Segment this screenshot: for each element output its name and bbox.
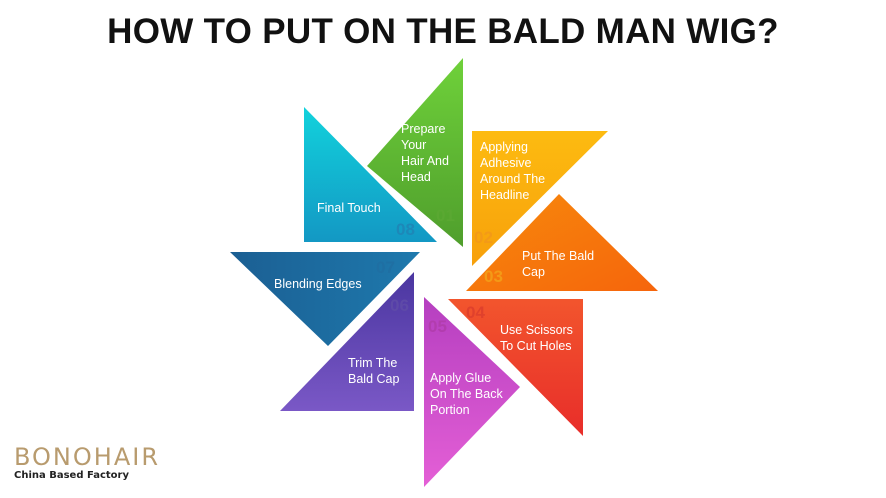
step-02-label-line: Adhesive bbox=[480, 156, 532, 170]
step-04-label: Use Scissors To Cut Holes bbox=[500, 322, 573, 354]
step-03-label-line: Cap bbox=[522, 265, 545, 279]
step-06-label-line: Trim The bbox=[348, 356, 398, 370]
step-05-number: 05 bbox=[428, 317, 447, 336]
step-04-number: 04 bbox=[466, 303, 485, 322]
step-07-number: 07 bbox=[376, 258, 395, 277]
step-04-label-line: Use Scissors bbox=[500, 323, 573, 337]
step-03-label-line: Put The Bald bbox=[522, 249, 595, 263]
blade-step-03 bbox=[466, 194, 658, 291]
step-08-label-line: Final Touch bbox=[317, 201, 381, 215]
step-03-number: 03 bbox=[484, 267, 503, 286]
step-02-label-line: Applying bbox=[480, 140, 528, 154]
blade-step-08 bbox=[304, 107, 437, 242]
center-hub bbox=[417, 242, 469, 294]
step-07-label-line: Blending Edges bbox=[274, 277, 362, 291]
step-02-label-line: Around The bbox=[480, 172, 546, 186]
step-02-label-line: Headline bbox=[480, 188, 530, 202]
logo-tagline: China Based Factory bbox=[14, 470, 129, 481]
step-04-label-line: To Cut Holes bbox=[500, 339, 572, 353]
blade-step-01 bbox=[367, 58, 463, 247]
page-title: HOW TO PUT ON THE BALD MAN WIG? bbox=[107, 12, 779, 51]
blade-step-05 bbox=[424, 297, 520, 487]
step-07-label: Blending Edges bbox=[274, 276, 362, 292]
bonohair-logo: BONOHAIR China Based Factory bbox=[14, 444, 160, 482]
step-08-label: Final Touch bbox=[317, 200, 381, 216]
blade-step-06 bbox=[280, 272, 414, 411]
step-01-label-line: Your bbox=[401, 138, 427, 152]
step-01-label-line: Hair And bbox=[401, 154, 449, 168]
step-06-label-line: Bald Cap bbox=[348, 372, 400, 386]
step-01-number: 01 bbox=[436, 206, 455, 225]
step-05-label-line: On The Back bbox=[430, 387, 503, 401]
step-05-label-line: Apply Glue bbox=[430, 371, 492, 385]
step-02-number: 02 bbox=[474, 228, 493, 247]
step-01-label-line: Head bbox=[401, 170, 431, 184]
step-06-number: 06 bbox=[390, 296, 409, 315]
blade-step-07 bbox=[230, 252, 420, 346]
logo-brand: BONOHAIR bbox=[14, 443, 160, 471]
step-01-label-line: Prepare bbox=[401, 122, 446, 136]
step-05-label-line: Portion bbox=[430, 403, 470, 417]
blade-step-02 bbox=[472, 131, 608, 266]
blade-step-04 bbox=[448, 299, 583, 436]
step-08-number: 08 bbox=[396, 220, 415, 239]
